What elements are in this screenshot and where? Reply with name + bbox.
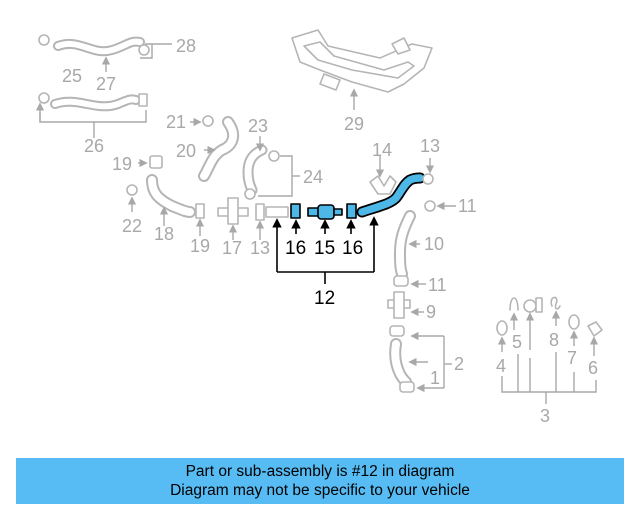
clamp-part-2b [399,381,415,393]
fitting-part-14 [369,175,397,195]
clamp-part-11b [393,275,409,287]
hose-part-10 [394,210,416,280]
clamp-part-24a [268,150,280,162]
hose-part-27 [53,36,145,57]
banner-line-1: Part or sub-assembly is #12 in diagram [185,463,455,480]
callout-5: 5 [512,332,522,352]
sensor-part-6 [587,321,603,337]
callout-25: 25 [62,66,82,86]
callout-16a: 16 [285,238,306,259]
hose-part-25 [50,94,141,112]
clamp-part-13b [422,173,434,185]
callout-15: 15 [314,238,335,259]
info-banner: Part or sub-assembly is #12 in diagram D… [16,458,624,504]
hose-part-12-blue [356,172,426,218]
clamp-part-11a [424,200,436,212]
callout-11b: 11 [428,275,447,295]
tee-part-9 [387,291,411,319]
callout-22: 22 [122,216,142,236]
callout-12: 12 [314,288,335,309]
group-hoses-middle-right: 14 13 11 10 11 9 [369,136,477,322]
callout-29: 29 [344,114,364,134]
hose-part-20 [198,116,240,182]
valve-part-15 [307,204,343,220]
crossmember-part-29: 29 [291,29,433,134]
hose-part-18 [146,174,196,218]
clamp-part-24b [244,188,256,200]
group-sensors-lower-right: 4 5 8 7 6 3 [496,296,603,426]
callout-9: 9 [426,302,436,322]
bracket-part-5b [523,297,543,313]
clamp-part-22 [126,184,138,196]
callout-13b: 13 [420,136,440,156]
callout-24: 24 [303,167,323,187]
callout-27: 27 [96,74,116,94]
clip-part-8 [550,296,561,310]
clamp-part-2a [389,325,405,337]
clip-part-16a [290,203,301,219]
sensor-part-4 [496,320,508,336]
callout-2: 2 [454,354,464,374]
clamp-part-26b [138,93,148,107]
hose-part-23 [242,144,268,196]
clamp-part-19a [149,155,163,169]
group-hoses-lower-middle: 2 1 [389,325,464,393]
banner-line-2: Diagram may not be specific to your vehi… [170,482,470,499]
clamp-part-28b [138,44,150,56]
clamp-part-26a [38,92,50,104]
callout-8: 8 [549,330,559,350]
clip-part-5 [509,297,519,311]
callout-26: 26 [84,136,104,156]
clip-part-16b [346,203,357,219]
callout-10: 10 [424,234,444,254]
callout-20: 20 [176,141,196,161]
sensor-part-7 [568,314,580,330]
callout-11a: 11 [458,196,477,216]
callout-16b: 16 [342,238,363,259]
callout-14: 14 [372,140,392,160]
clip-part-13a [255,203,265,221]
pipe-part-12-white [265,206,289,218]
hose-part-1 [389,338,412,388]
callout-19a: 19 [112,154,132,174]
callout-19b: 19 [190,236,210,256]
callout-23: 23 [248,116,268,136]
callout-4: 4 [496,356,506,376]
group-hoses-middle-left: 21 20 23 24 19 22 18 19 17 13 [112,112,323,258]
callout-21: 21 [166,112,186,132]
clamp-part-28a [38,34,50,46]
callout-28: 28 [176,36,196,56]
tee-part-17 [217,197,249,225]
callout-18: 18 [154,224,174,244]
callout-3: 3 [540,406,550,426]
group-hoses-upper-left: 28 25 27 26 [35,34,196,156]
callout-17: 17 [222,238,242,258]
callout-7: 7 [567,348,577,368]
callout-6: 6 [588,358,598,378]
clamp-part-19b [195,203,205,219]
parts-diagram: 28 25 27 26 29 [35,29,603,426]
callout-13a: 13 [250,238,270,258]
assembly-part-12: 16 15 16 12 [265,172,426,309]
callout-1: 1 [430,368,440,388]
clamp-part-21 [202,115,214,127]
